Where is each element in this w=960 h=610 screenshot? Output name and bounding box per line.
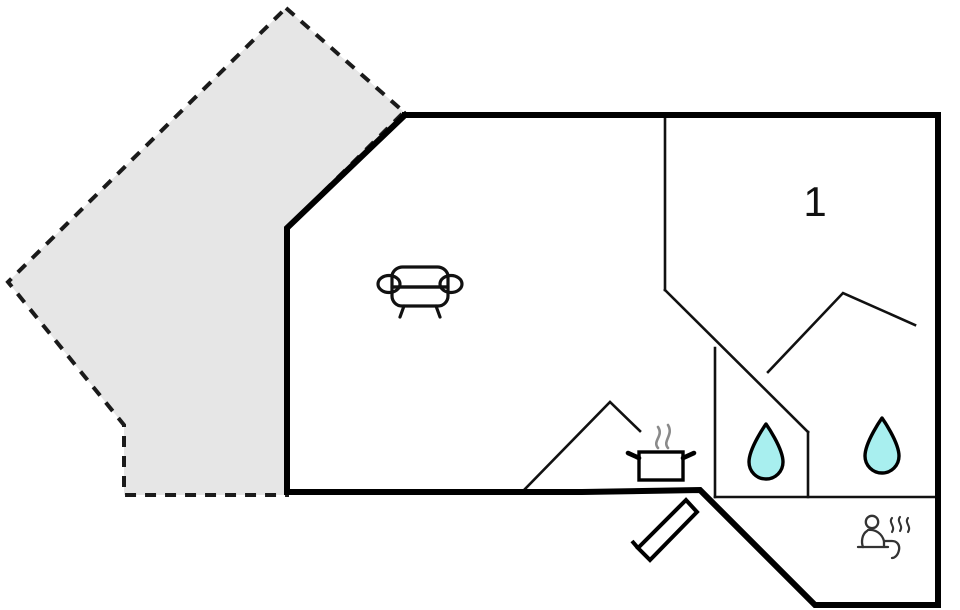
sofa-icon bbox=[376, 265, 464, 319]
interior-wall-bedroom-south-angled bbox=[663, 288, 810, 434]
terrace-polygon bbox=[8, 8, 404, 495]
door-hinge bbox=[630, 539, 640, 550]
cooking-pot-icon bbox=[625, 423, 697, 482]
door-leaf[interactable] bbox=[635, 497, 700, 563]
roof-slope-line-right bbox=[766, 291, 917, 374]
building-outline-path bbox=[284, 110, 941, 608]
water-drop-icon bbox=[747, 422, 785, 481]
water-drop-icon bbox=[863, 416, 901, 475]
roof-slope-line-living bbox=[522, 400, 642, 492]
entrance-door[interactable] bbox=[630, 497, 700, 563]
room-labels-group: 1 bbox=[803, 178, 826, 225]
sauna-icon bbox=[856, 514, 911, 560]
room-number-label: 1 bbox=[803, 178, 826, 225]
exterior-walls-group bbox=[284, 110, 941, 608]
terrace-area bbox=[5, 5, 407, 497]
interior-walls-group bbox=[522, 115, 940, 499]
